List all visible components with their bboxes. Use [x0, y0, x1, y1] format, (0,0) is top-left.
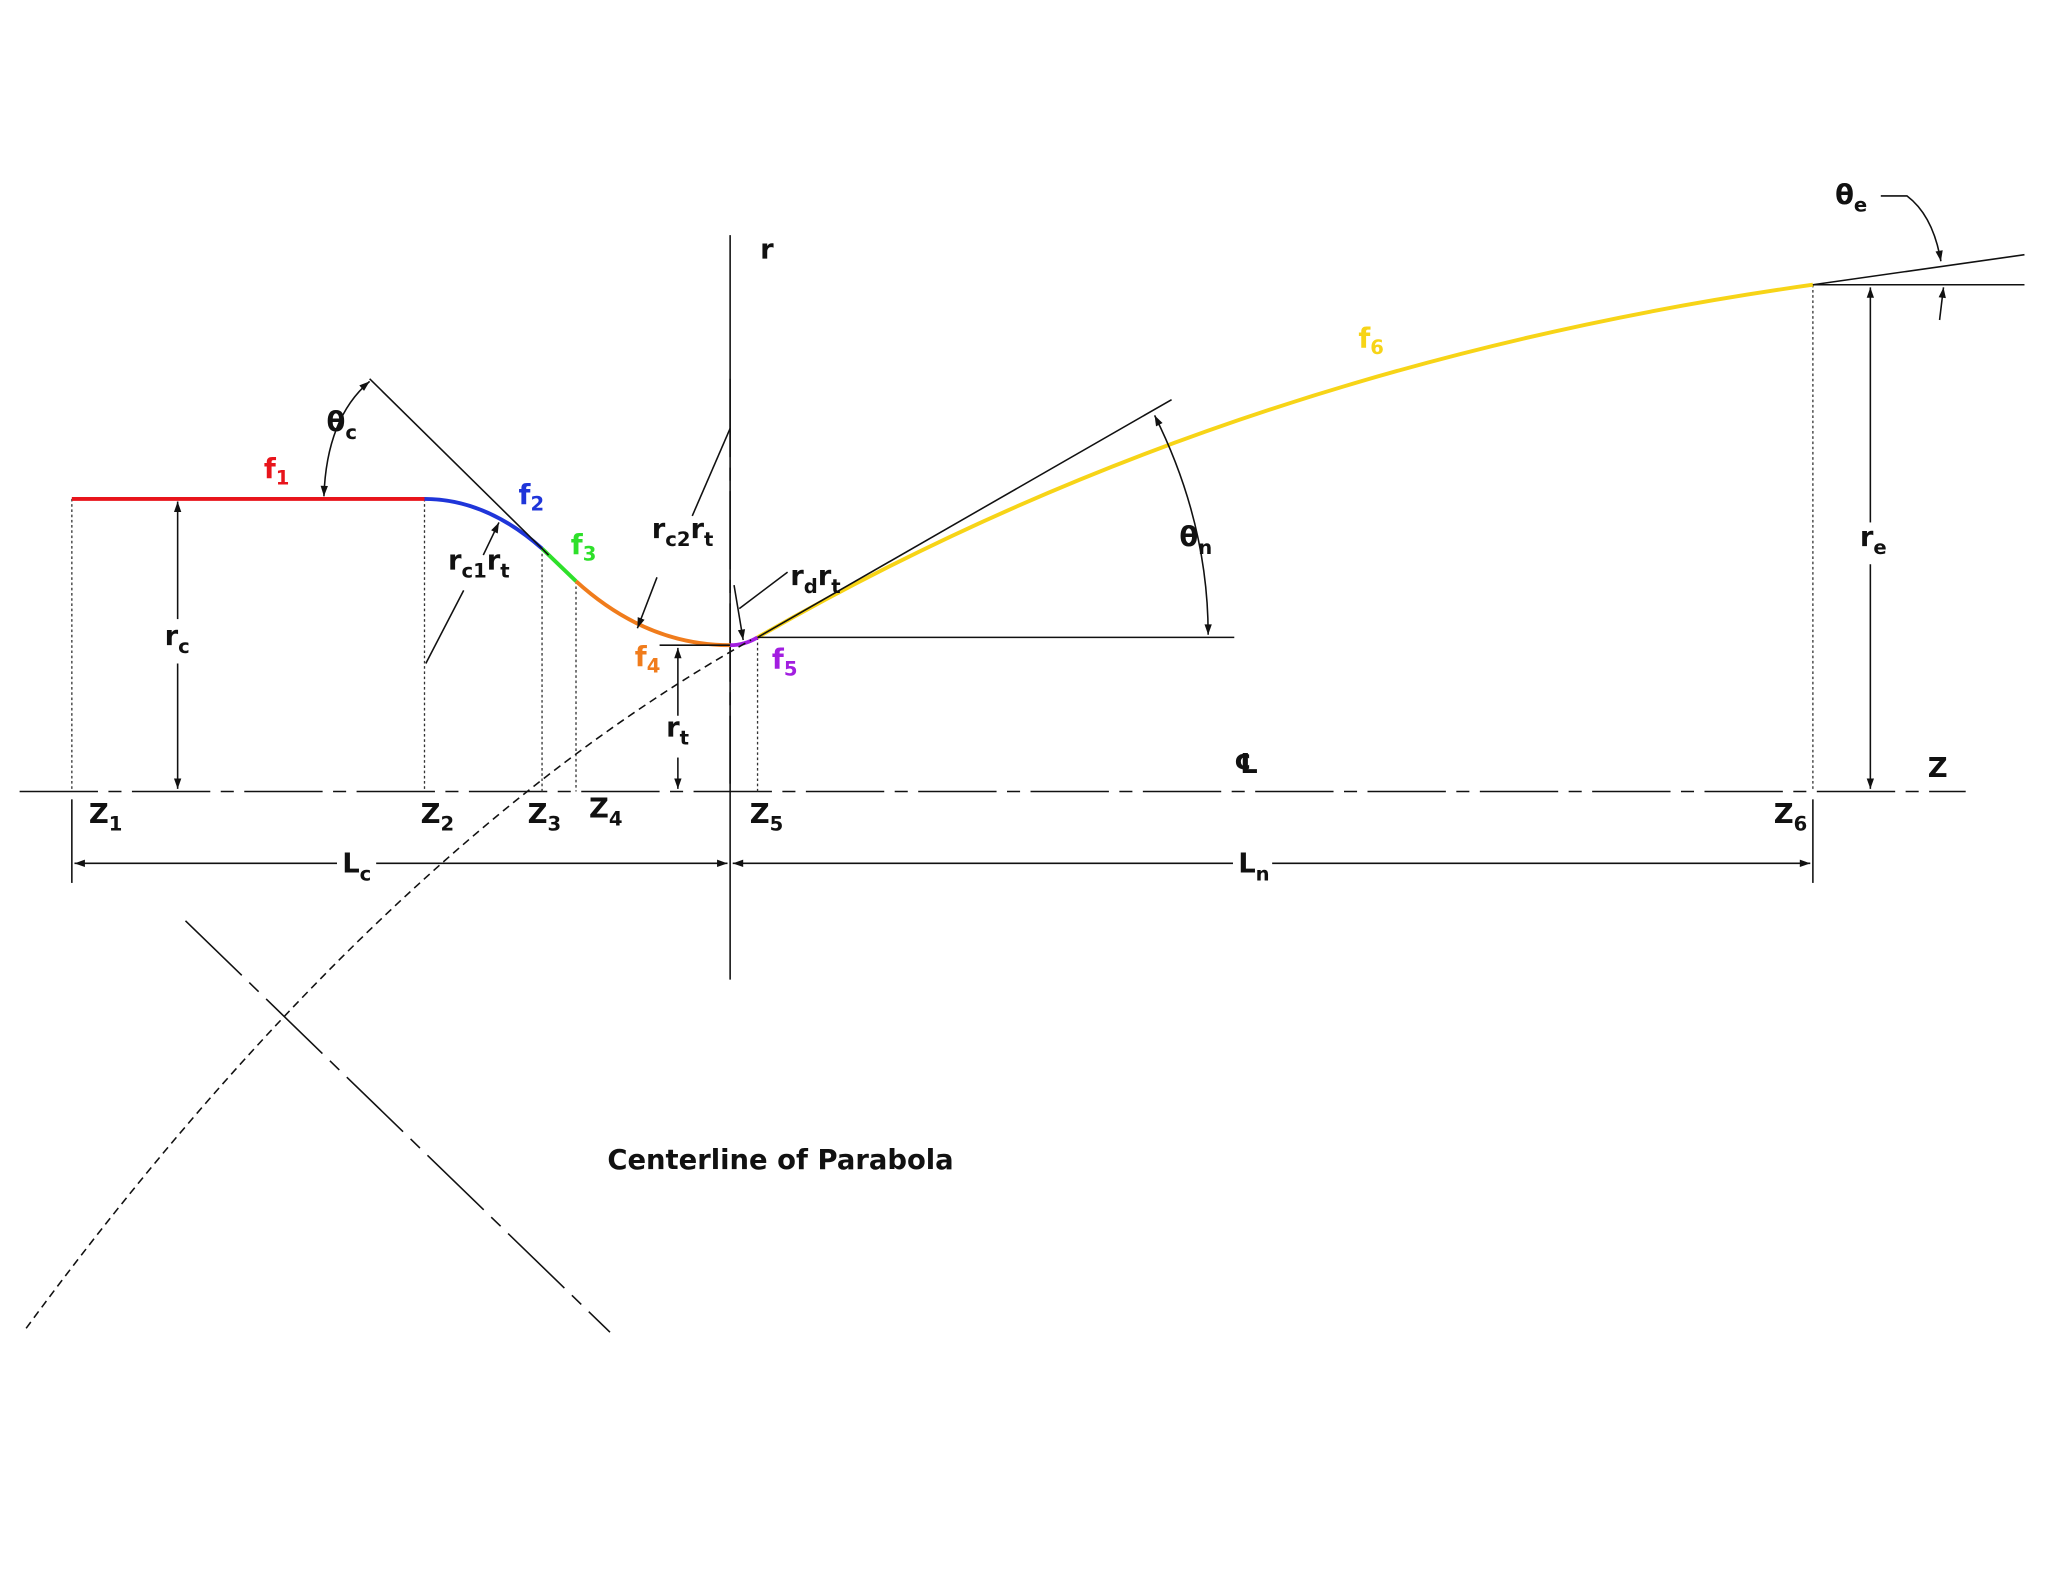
parabola-curve [25, 639, 752, 1329]
label-z6: Z6 [1774, 799, 1808, 836]
label-r-e: re [1860, 522, 1887, 559]
rc2-arrow [636, 577, 658, 629]
label-z4: Z4 [589, 794, 622, 831]
segment-f2 [424, 496, 544, 551]
label-r-t: rt [666, 713, 689, 750]
label-theta-c: θc [327, 407, 357, 444]
rc1-leader [425, 589, 465, 664]
rd-arrow [733, 585, 746, 641]
segment-f4 [574, 579, 731, 648]
label-f2: f2 [519, 480, 545, 516]
label-z3: Z3 [528, 799, 561, 836]
station-lines [71, 284, 1814, 792]
label-f4: f4 [635, 642, 661, 678]
theta-e-tangent-line [1812, 253, 2025, 286]
label-z1: Z1 [89, 799, 123, 836]
label-l-n: Ln [1238, 848, 1269, 885]
rd-leader [738, 571, 789, 610]
label-theta-n: θn [1179, 522, 1212, 559]
theta-e-leader [1880, 195, 1943, 262]
label-z5: Z5 [750, 799, 784, 836]
label-rd-rt: rdrt [790, 561, 840, 598]
segment-f6 [756, 282, 1814, 640]
theta-n-arc [1153, 414, 1212, 635]
theta-e-arrow [1938, 287, 1946, 321]
theta-c-arc [320, 380, 371, 497]
label-f1: f1 [264, 454, 290, 490]
theta-c-tangent-line [369, 378, 550, 556]
label-z2: Z2 [421, 799, 455, 836]
rc1-arrow [482, 522, 500, 556]
label-f3: f3 [571, 530, 597, 566]
label-f5: f5 [772, 645, 798, 681]
z-axis-label: Z [1928, 753, 1948, 784]
label-rc1-rt: rc1rt [448, 545, 510, 582]
label-l-c: Lc [342, 848, 371, 885]
theta-n-tangent-line [757, 398, 1172, 639]
centerline-symbol: ℄ [1234, 749, 1259, 780]
label-r-c: rc [165, 621, 190, 658]
label-f6: f6 [1358, 323, 1384, 359]
r-axis-label: r [760, 235, 774, 266]
label-rc2-rt: rc2rt [652, 514, 714, 551]
label-theta-e: θe [1835, 180, 1867, 217]
rc2-leader [691, 428, 731, 517]
parabola-centerline [184, 920, 611, 1333]
parabola-centerline-label: Centerline of Parabola [607, 1145, 953, 1176]
